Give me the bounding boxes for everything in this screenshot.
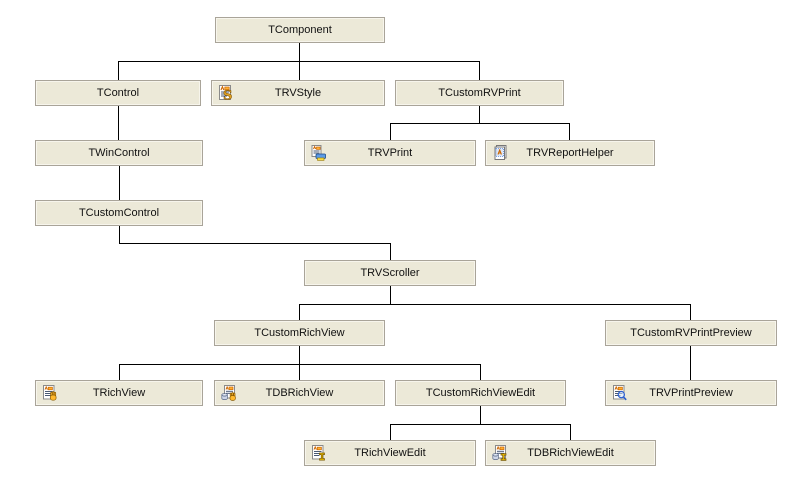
node-label: TRichView	[92, 387, 146, 399]
node-label: TDBRichViewEdit	[527, 447, 614, 459]
node-tcustomrichview[interactable]: TCustomRichView	[214, 320, 385, 346]
svg-text:S: S	[223, 89, 232, 102]
node-tcontrol[interactable]: TControl	[35, 80, 201, 106]
node-label: TControl	[96, 87, 140, 99]
node-tcustomrvprint[interactable]: TCustomRVPrint	[395, 80, 564, 106]
connector	[390, 286, 391, 304]
node-label: TCustomRichView	[254, 327, 345, 339]
connector	[299, 304, 300, 320]
node-label: TComponent	[268, 24, 332, 36]
connector	[118, 61, 480, 62]
node-tdbrichview[interactable]: TDBRichView	[214, 380, 385, 406]
node-trvprint[interactable]: TRVPrint	[304, 140, 476, 166]
doc-ibeam-icon	[311, 445, 327, 461]
node-label: TRVPrintPreview	[649, 387, 733, 399]
connector	[569, 123, 570, 140]
node-label: TRVReportHelper	[526, 147, 614, 159]
connector	[119, 364, 120, 380]
connector	[690, 346, 691, 380]
node-label: TRVScroller	[360, 267, 420, 279]
node-tcustomcontrol[interactable]: TCustomControl	[35, 200, 203, 226]
connector	[119, 243, 391, 244]
db-doc-hand-icon	[221, 385, 237, 401]
node-trvscroller[interactable]: TRVScroller	[304, 260, 476, 286]
node-tdbrichviewedit[interactable]: TDBRichViewEdit	[485, 440, 656, 466]
connector	[119, 364, 481, 365]
connector	[479, 61, 480, 80]
node-trvreporthelper[interactable]: TRVReportHelper	[485, 140, 655, 166]
report-pages-icon	[492, 145, 508, 161]
node-label: TDBRichView	[265, 387, 334, 399]
node-trvprintpreview[interactable]: TRVPrintPreview	[605, 380, 777, 406]
node-trvstyle[interactable]: S TRVStyle	[211, 80, 385, 106]
connector	[299, 346, 300, 380]
connector	[118, 61, 119, 80]
doc-hand-icon	[42, 385, 58, 401]
doc-magnifier-icon	[612, 385, 628, 401]
node-label: TRVStyle	[274, 87, 322, 99]
node-twincontrol[interactable]: TWinControl	[35, 140, 203, 166]
connector	[390, 123, 391, 140]
connector	[480, 406, 481, 424]
connector	[390, 123, 570, 124]
connector	[390, 424, 571, 425]
connector	[119, 226, 120, 244]
connector	[390, 424, 391, 440]
node-tcomponent[interactable]: TComponent	[215, 17, 385, 43]
node-label: TCustomRVPrint	[438, 87, 521, 99]
connector	[390, 243, 391, 260]
connector	[119, 166, 120, 200]
node-tcustomrvprintpreview[interactable]: TCustomRVPrintPreview	[605, 320, 777, 346]
node-trichview[interactable]: TRichView	[35, 380, 203, 406]
connector	[118, 106, 119, 140]
connector	[570, 424, 571, 440]
connector	[479, 106, 480, 123]
node-trichviewedit[interactable]: TRichViewEdit	[304, 440, 476, 466]
connector	[690, 304, 691, 320]
node-tcustomrichviewedit[interactable]: TCustomRichViewEdit	[395, 380, 566, 406]
node-label: TCustomRichViewEdit	[425, 387, 536, 399]
connector	[299, 304, 691, 305]
node-label: TCustomRVPrintPreview	[630, 327, 752, 339]
node-label: TWinControl	[88, 147, 150, 159]
node-label: TCustomControl	[78, 207, 160, 219]
doc-printer-icon	[311, 145, 327, 161]
node-label: TRVPrint	[367, 147, 413, 159]
node-label: TRichViewEdit	[354, 447, 426, 459]
connector	[480, 364, 481, 380]
style-s-doc-icon: S	[218, 85, 234, 104]
db-doc-ibeam-icon	[492, 445, 508, 461]
